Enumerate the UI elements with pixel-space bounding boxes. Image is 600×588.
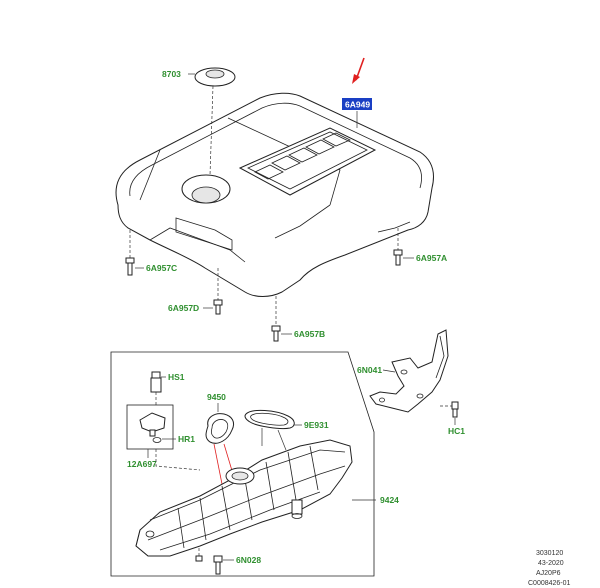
callout-6n041[interactable]: 6N041 xyxy=(357,365,382,375)
highlight-arrow xyxy=(352,57,365,84)
callout-12a697[interactable]: 12A697 xyxy=(127,459,157,469)
sensor-hs1 xyxy=(150,371,162,405)
bolt-6n028 xyxy=(195,548,223,575)
manifold-group-frame xyxy=(110,351,375,577)
code-line-3: AJ20P6 xyxy=(536,570,561,577)
engine-cover xyxy=(115,92,434,297)
illustration-code: 3030120 43-2020 AJ20P6 C0008426-01 xyxy=(528,550,571,587)
map-sensor-12a697 xyxy=(139,412,166,443)
bracket-6n041 xyxy=(369,329,449,413)
callout-hc1[interactable]: HC1 xyxy=(448,426,465,436)
vent-slots xyxy=(254,132,351,180)
gasket-9450 xyxy=(205,413,235,444)
code-line-1: 3030120 xyxy=(536,550,563,557)
selected-callout-bg xyxy=(342,98,372,110)
callout-9424[interactable]: 9424 xyxy=(380,495,399,505)
sensor-detail-box xyxy=(126,404,174,450)
code-line-2: 43-2020 xyxy=(538,560,564,567)
bolt-6a957d xyxy=(213,268,223,315)
callout-8703[interactable]: 8703 xyxy=(162,69,181,79)
callout-hr1[interactable]: HR1 xyxy=(178,434,195,444)
gasket-9e931 xyxy=(244,409,295,451)
callout-6a957c[interactable]: 6A957C xyxy=(146,263,177,273)
bolt-6a957b xyxy=(271,296,281,342)
bolt-6a957a xyxy=(393,228,403,266)
callout-6a957a[interactable]: 6A957A xyxy=(416,253,447,263)
callout-9450[interactable]: 9450 xyxy=(207,392,226,402)
callout-6a949[interactable]: 6A949 xyxy=(345,100,370,110)
grommet-8703 xyxy=(188,67,236,176)
bolt-hc1 xyxy=(440,401,459,418)
callout-hs1[interactable]: HS1 xyxy=(168,372,185,382)
bolt-6a957c xyxy=(125,230,135,276)
callout-6a957b[interactable]: 6A957B xyxy=(294,329,325,339)
code-line-4: C0008426-01 xyxy=(528,580,571,587)
intake-manifold-9424 xyxy=(135,439,353,557)
callout-6a957d[interactable]: 6A957D xyxy=(168,303,199,313)
callout-6n028[interactable]: 6N028 xyxy=(236,555,261,565)
callout-9e931[interactable]: 9E931 xyxy=(304,420,329,430)
